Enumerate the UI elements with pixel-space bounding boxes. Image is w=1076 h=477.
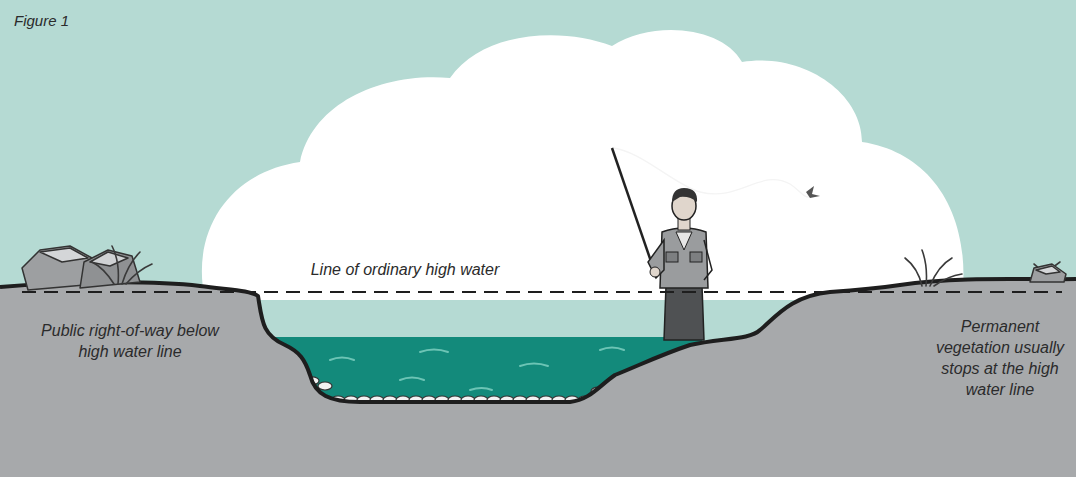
vest-pocket	[690, 252, 702, 262]
grass-blade	[934, 274, 962, 286]
ground-fill	[0, 279, 1076, 477]
ripple	[400, 378, 424, 381]
grass-blade	[92, 262, 114, 284]
ripple	[520, 364, 548, 367]
fishing-rod	[612, 148, 656, 276]
ripple	[600, 348, 624, 351]
fly	[806, 186, 820, 198]
grass-blade	[112, 246, 118, 284]
other-arm	[704, 240, 712, 280]
streambed-stone	[318, 382, 332, 390]
high-water-label: Line of ordinary high water	[255, 259, 555, 280]
bank-outline	[0, 279, 1076, 402]
waders	[664, 286, 704, 340]
shirt-collar	[676, 232, 692, 250]
vest-pocket	[666, 252, 678, 262]
rock-highlight	[40, 248, 88, 262]
cloud-shape	[202, 30, 964, 300]
right-rocks	[1030, 264, 1066, 282]
right-of-way-note: Public right-of-way below high water lin…	[40, 320, 220, 362]
left-rocks	[22, 246, 140, 290]
high-water-line	[22, 291, 1062, 293]
angler-figure	[612, 148, 820, 340]
left-grass	[92, 246, 152, 284]
ripple	[470, 388, 492, 390]
rock	[80, 250, 140, 288]
grass-blade	[922, 250, 927, 286]
ripple	[420, 350, 448, 353]
fly-line	[612, 148, 812, 197]
hand	[650, 267, 660, 277]
fishing-vest	[660, 228, 708, 288]
rock-highlight	[1036, 266, 1060, 274]
water-ripples	[330, 348, 624, 391]
rock	[1030, 264, 1066, 282]
ripple	[330, 358, 354, 361]
hair	[672, 188, 697, 202]
grass-blade	[126, 264, 152, 284]
casting-arm	[648, 240, 664, 278]
vegetation-note: Permanent vegetation usually stops at th…	[930, 316, 1070, 400]
figure-title: Figure 1	[14, 10, 69, 31]
grass-blade	[905, 258, 922, 286]
